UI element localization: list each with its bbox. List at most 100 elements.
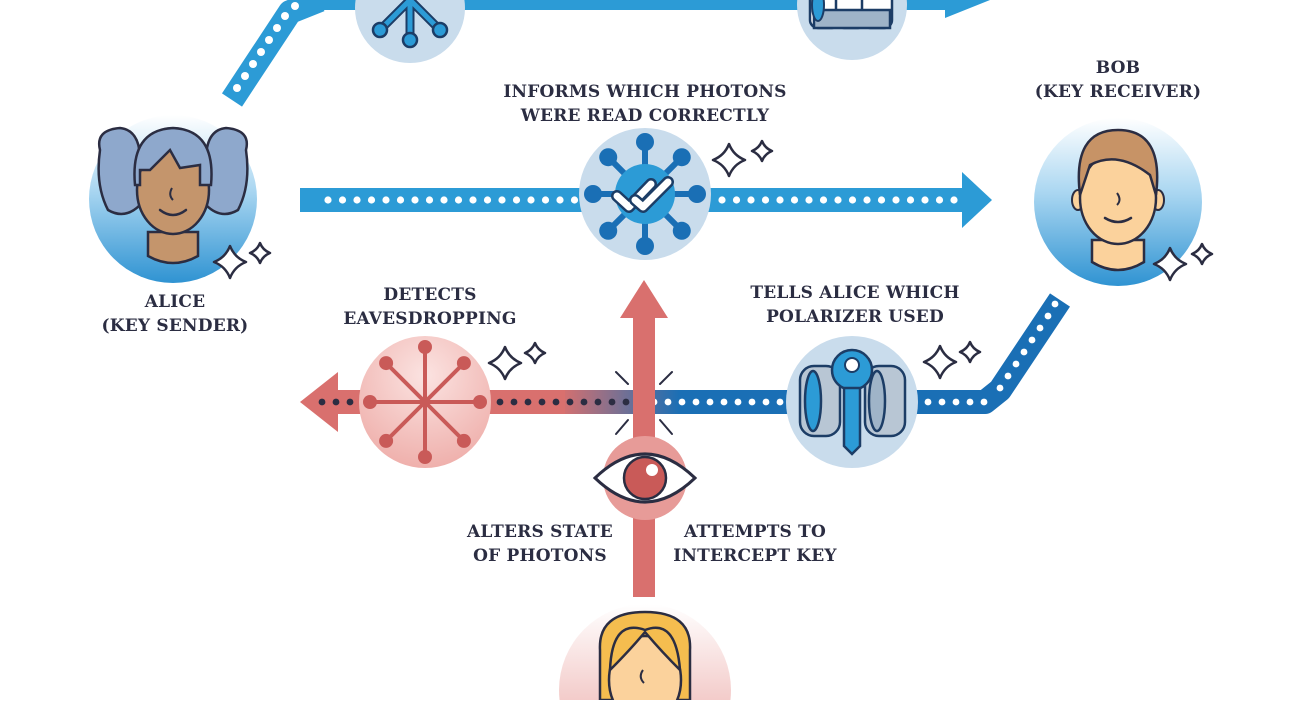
arrowhead-right	[962, 172, 992, 228]
photon-dot	[720, 398, 728, 406]
photon-dot	[469, 196, 477, 204]
photon-dot	[877, 196, 886, 204]
photon-dot	[1012, 360, 1020, 368]
photon-dot	[863, 196, 871, 204]
spoke	[384, 400, 427, 443]
photon-dot	[527, 196, 535, 204]
photon-dot	[924, 398, 932, 406]
photon-dot	[748, 398, 756, 406]
spoke	[384, 361, 427, 404]
photon-dot	[608, 398, 616, 406]
photon-dot	[512, 196, 521, 204]
arrowhead-right	[945, 0, 990, 18]
photon-dot	[440, 196, 448, 204]
spoke-tip	[599, 148, 618, 167]
photon-dot	[938, 398, 946, 406]
photon-dot	[324, 196, 332, 204]
tells-line-2: POLARIZER USED	[766, 307, 944, 327]
photon-dot	[556, 196, 564, 204]
photon-dot	[498, 196, 506, 204]
spoke-tip	[672, 148, 691, 167]
photon-dot	[318, 398, 326, 406]
intercept-burst-lines	[615, 371, 673, 435]
photon-dot	[367, 196, 376, 204]
photon-dot	[1028, 336, 1036, 344]
alters-line-2: OF PHOTONS	[473, 546, 607, 566]
photon-dot	[718, 196, 726, 204]
bob-label: BOB (KEY RECEIVER)	[1000, 56, 1236, 104]
photon-dot	[552, 398, 560, 406]
photon-dot	[776, 196, 784, 204]
photon-dot	[622, 398, 630, 406]
photon-dot	[664, 398, 672, 406]
photon-dot	[510, 398, 518, 406]
bob-avatar	[1034, 118, 1202, 286]
alice-role: (KEY SENDER)	[101, 316, 249, 336]
sparkle-icon	[248, 241, 272, 265]
spoke-tip	[636, 237, 654, 255]
sparkle-icon	[958, 340, 982, 364]
sparkle-icon	[212, 244, 248, 280]
photon-dot	[382, 196, 390, 204]
photon-dot	[1044, 312, 1052, 320]
tells-label: TELLS ALICE WHICH POLARIZER USED	[720, 281, 990, 329]
eve-avatar	[559, 604, 731, 704]
sparkle-icon	[487, 345, 523, 381]
photon-dot	[834, 196, 842, 204]
bob-role: (KEY RECEIVER)	[1034, 82, 1202, 102]
informs-line-2: WERE READ CORRECTLY	[520, 106, 770, 126]
spoke-tip	[379, 433, 394, 448]
photon-dot	[921, 196, 929, 204]
alters-label: ALTERS STATE OF PHOTONS	[460, 520, 620, 568]
bob-name: BOB	[1095, 58, 1141, 78]
photon-dot	[496, 398, 504, 406]
photon-dot	[819, 196, 828, 204]
sparkle-icon	[711, 142, 747, 178]
photon-dot	[580, 398, 588, 406]
photon-dot	[524, 398, 532, 406]
photon-dot	[353, 196, 361, 204]
alice-label: ALICE (KEY SENDER)	[60, 290, 290, 338]
spoke-tip	[688, 185, 706, 203]
photon-dot	[906, 196, 915, 204]
photon-dot	[1020, 348, 1028, 356]
spoke-tip	[379, 356, 394, 371]
informs-line-1: INFORMS WHICH PHOTONS	[503, 82, 787, 102]
photon-dot	[411, 196, 419, 204]
photon-dot	[332, 398, 340, 406]
alice-avatar	[89, 115, 257, 283]
photon-dot	[692, 398, 700, 406]
verified-checkmark-icon	[579, 128, 711, 260]
photon-dot	[541, 196, 550, 204]
attempts-line-2: INTERCEPT KEY	[673, 546, 837, 566]
detects-line-1: DETECTS	[383, 285, 477, 305]
photon-dot	[1036, 324, 1044, 332]
photon-dot	[734, 398, 742, 406]
photon-dot	[1004, 372, 1012, 380]
photon-dot	[1051, 300, 1059, 308]
photon-dot	[980, 398, 988, 406]
quantum-channel-top	[221, 0, 990, 107]
photon-burst-icon	[355, 0, 465, 63]
informs-label: INFORMS WHICH PHOTONS WERE READ CORRECTL…	[460, 80, 830, 128]
alice-name: ALICE	[144, 292, 206, 312]
photon-dot	[762, 398, 770, 406]
sparkle-icon	[1190, 242, 1214, 266]
spoke-tip	[418, 340, 432, 354]
photon-dot	[396, 196, 405, 204]
sparkle-icon	[750, 139, 774, 163]
detects-line-2: EAVESDROPPING	[343, 309, 517, 329]
photon-dot	[425, 196, 434, 204]
polarizer-filters-icon	[797, 0, 907, 60]
sparkle-icon	[523, 341, 547, 365]
photon-dot	[706, 398, 714, 406]
photon-dot	[952, 398, 960, 406]
photon-dots	[233, 2, 299, 92]
spoke-tip	[473, 395, 487, 409]
photon-dot	[747, 196, 755, 204]
spoke-tip	[363, 395, 377, 409]
attempts-label: ATTEMPTS TO INTERCEPT KEY	[665, 520, 845, 568]
photon-dot	[776, 398, 784, 406]
photon-dot	[566, 398, 574, 406]
